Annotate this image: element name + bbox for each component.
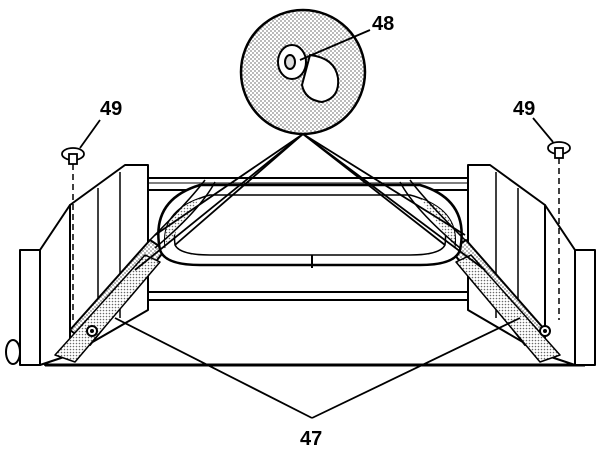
callout-label-47: 47 — [300, 428, 322, 450]
callout-49-leaders — [79, 117, 554, 149]
clip-part-icon — [277, 44, 340, 104]
callout-48-leader — [299, 29, 371, 61]
detail-leader-lines — [134, 133, 486, 271]
roller-cables — [149, 179, 466, 249]
left-side-panel — [5, 164, 166, 366]
inner-tray — [157, 183, 463, 268]
mounting-screw-left-icon — [61, 147, 85, 320]
callout-label-49-right: 49 — [513, 98, 535, 120]
callout-47-leaders — [114, 317, 521, 419]
callout-label-49-left: 49 — [100, 98, 122, 120]
right-side-panel — [450, 164, 596, 366]
magnifier-detail-circle — [239, 8, 367, 136]
callout-label-48: 48 — [372, 13, 394, 35]
mounting-screw-right-icon — [547, 141, 571, 320]
